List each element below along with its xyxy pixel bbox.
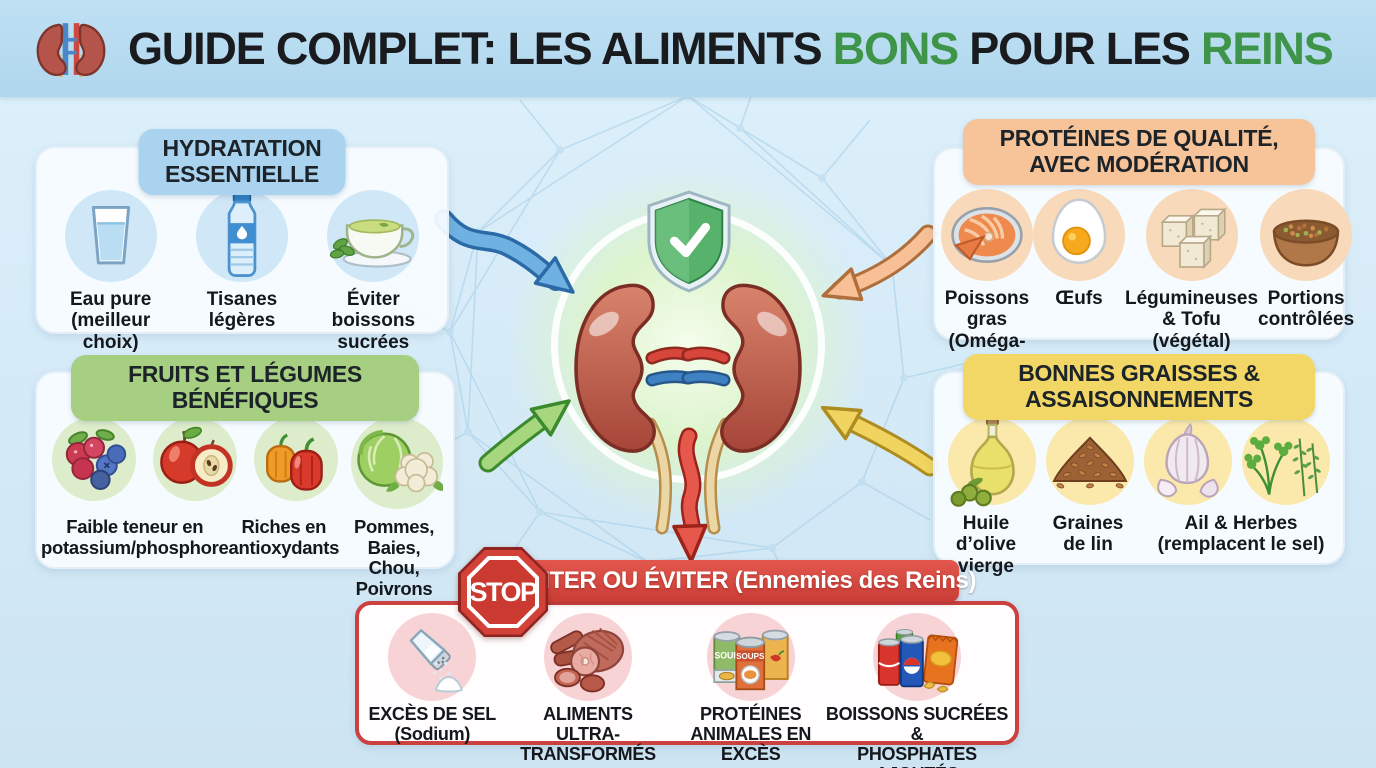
food-item <box>346 417 447 509</box>
food-item <box>245 417 346 509</box>
page-title: GUIDE COMPLET: LES ALIMENTS BONS POUR LE… <box>128 22 1334 75</box>
food-label: Faible teneur en potassium/phosphore <box>41 516 229 558</box>
avoid-banner: À LIMITER OU ÉVITER (Ennemies des Reins) <box>480 560 976 602</box>
salmon-icon <box>951 207 1023 263</box>
section-title-fruits: FRUITS ET LÉGUMES BÉNÉFIQUES <box>71 355 419 421</box>
food-icon-circle <box>1145 189 1238 281</box>
food-label: Graines de lin <box>1052 513 1124 556</box>
title-highlight: REINS <box>1201 22 1334 74</box>
food-icon-circle <box>195 190 288 282</box>
egg-icon <box>1051 198 1107 264</box>
food-item: Eau pure (meilleur choix) <box>45 190 176 353</box>
soda-chips-icon <box>877 628 959 693</box>
bell-peppers-icon <box>265 433 323 491</box>
food-icon-circle <box>1046 417 1134 505</box>
food-icon-circle <box>152 417 237 501</box>
tofu-icon <box>1159 207 1227 269</box>
tea-cup-icon <box>330 219 415 268</box>
section-fruits: FRUITS ET LÉGUMES BÉNÉFIQUES <box>35 355 455 599</box>
section-hydration: HYDRATATION ESSENTIELLE Eau pure (meille… <box>35 129 449 353</box>
shield-check-icon <box>647 190 731 293</box>
food-label: BOISSONS SUCRÉES & PHOSPHATES AJOUTÉS <box>825 704 1009 768</box>
food-icon-circle <box>1242 417 1330 505</box>
food-item: EXCÈS DE SEL (Sodium) <box>365 613 499 768</box>
food-label: Pommes, Baies, Chou, Poivrons <box>353 516 435 600</box>
title-part: GUIDE COMPLET: LES ALIMENTS <box>128 22 833 74</box>
stop-sign-label: STOP <box>469 576 538 607</box>
food-item: BOISSONS SUCRÉES & PHOSPHATES AJOUTÉS <box>825 613 1009 768</box>
food-item <box>1041 417 1139 505</box>
berries-icon <box>65 429 126 490</box>
food-icon-circle <box>948 414 1036 507</box>
food-label: Huile d’olive vierge <box>955 513 1017 577</box>
flax-seeds-icon <box>1052 436 1128 489</box>
food-icon-circle <box>51 417 136 501</box>
cabbage-cauliflower-icon <box>356 429 443 493</box>
food-label: Tisanes légères <box>206 289 278 332</box>
food-icon-circle <box>388 613 477 701</box>
food-item: Éviter boissons sucrées <box>308 190 439 353</box>
food-label: EXCÈS DE SEL (Sodium) <box>368 704 497 745</box>
herbs-icon <box>1244 436 1321 497</box>
food-label: Ail & Herbes (remplacent le sel) <box>1157 513 1325 556</box>
food-item: Poissons gras (Oméga-3) <box>941 189 1033 373</box>
olive-oil-icon <box>950 414 1015 507</box>
food-item: SOUP SOUPS <box>676 613 825 768</box>
food-icon-circle <box>253 417 338 501</box>
food-item: ALIMENTS ULTRA-TRANSFORMÉS <box>499 613 676 768</box>
food-icon-circle <box>543 613 632 701</box>
salt-shaker-icon <box>409 628 463 693</box>
food-icon-circle <box>350 417 443 509</box>
food-item <box>1237 417 1335 505</box>
right-kidney <box>681 283 802 535</box>
section-title-fats: BONNES GRAISSES & ASSAISONNEMENTS <box>963 354 1315 420</box>
section-title-hydration: HYDRATATION ESSENTIELLE <box>138 129 346 195</box>
can-label: SOUPS <box>736 652 765 661</box>
food-item: Légumineuses & Tofu (végétal) <box>1125 189 1258 373</box>
food-item <box>43 417 144 509</box>
section-proteins: PROTÉINES DE QUALITÉ, AVEC MODÉRATION Po… <box>933 119 1354 373</box>
food-icon-circle <box>941 189 1033 281</box>
food-item <box>144 417 245 509</box>
food-item <box>943 414 1041 507</box>
stop-sign-icon: STOP <box>458 547 548 637</box>
food-label: ALIMENTS ULTRA-TRANSFORMÉS <box>520 704 656 765</box>
food-label: Éviter boissons sucrées <box>331 289 416 353</box>
water-glass-icon <box>91 205 130 265</box>
section-title-proteins: PROTÉINES DE QUALITÉ, AVEC MODÉRATION <box>963 119 1315 185</box>
kidneys-illustration <box>574 283 802 535</box>
water-bottle-icon <box>227 190 257 277</box>
food-icon-circle <box>1144 417 1232 505</box>
food-icon-circle <box>1033 189 1125 281</box>
title-part: POUR LES <box>957 22 1202 74</box>
section-fats: BONNES GRAISSES & ASSAISONNEMENTS <box>933 354 1345 577</box>
food-item <box>1139 417 1237 505</box>
food-label: PROTÉINES ANIMALES EN EXCÈS <box>690 704 812 765</box>
food-icon-circle <box>873 613 961 701</box>
food-icon-circle <box>1260 189 1353 281</box>
header-bar: GUIDE COMPLET: LES ALIMENTS BONS POUR LE… <box>0 0 1376 97</box>
kidneys-logo-icon <box>36 22 106 78</box>
food-label: Eau pure (meilleur choix) <box>70 289 152 353</box>
food-label: Légumineuses & Tofu (végétal) <box>1125 288 1259 352</box>
left-kidney <box>574 283 695 535</box>
lentils-bowl-icon <box>1272 219 1340 267</box>
title-highlight: BONS <box>832 22 959 74</box>
food-label: Portions contrôlées <box>1258 288 1355 331</box>
food-item: Portions contrôlées <box>1258 189 1354 373</box>
food-label: Œufs <box>1055 288 1103 309</box>
food-label: Riches en antioxydants <box>228 516 340 558</box>
food-icon-circle <box>64 190 157 282</box>
can-label: SOUP <box>714 650 739 660</box>
apples-icon <box>159 426 233 487</box>
food-icon-circle: SOUP SOUPS <box>706 613 795 701</box>
processed-meat-icon <box>550 627 625 693</box>
section-avoid: EXCÈS DE SEL (Sodium) <box>355 601 1019 768</box>
food-item: Tisanes légères <box>176 190 307 353</box>
food-icon-circle <box>327 190 420 282</box>
soup-cans-icon: SOUP SOUPS <box>713 629 789 691</box>
food-item: Œufs <box>1033 189 1125 373</box>
garlic-icon <box>1157 422 1219 498</box>
